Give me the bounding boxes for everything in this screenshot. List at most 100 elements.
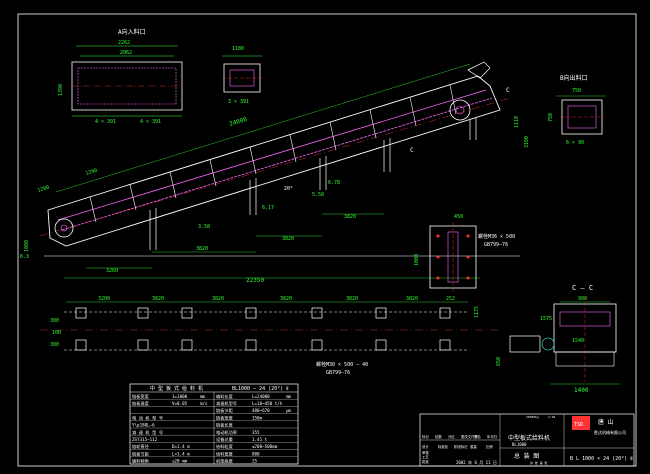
conveyor-frame — [47, 75, 501, 247]
spec-cell: 链板节距 — [216, 407, 233, 414]
title-label: 处数 — [435, 434, 442, 439]
dim-plan-span-2: 3820 — [152, 296, 164, 302]
support-legs — [149, 118, 477, 250]
spec-cell: 输料倾角 — [132, 458, 149, 465]
dim-angle: 20° — [284, 186, 293, 192]
dim-foot-top: 450 — [454, 214, 463, 220]
spec-cell: 设备总重 — [216, 436, 233, 443]
head-sprocket — [449, 99, 471, 121]
view-b-title: B向出料口 — [560, 74, 588, 82]
plan-view: 3200 3820 3820 3820 3820 3820 252 300 10… — [40, 296, 498, 376]
dim-plan-small-1: 300 — [50, 318, 59, 324]
spec-cell: 链板长度 — [216, 422, 234, 429]
spec-cell: L=1.4 m — [172, 451, 190, 456]
dim-a-mid: 2062 — [120, 50, 132, 56]
section-title: C — C — [572, 284, 593, 292]
title-labels: 标记处数分区更改文件号签名年月日设计标准化阶段标记重量比例审核工艺批准 — [422, 434, 497, 464]
spec-cell: 150m — [252, 415, 263, 420]
bolt-note-top: 螺栓M36 × 500 — [478, 233, 515, 240]
spec-cell: L=10~450 t/h — [252, 401, 283, 406]
title-weight: 35000kg — [526, 415, 539, 419]
bolt-note-bottom: 螺栓M30 × 500 — 40 — [316, 361, 368, 368]
conveyor-ribs — [89, 84, 457, 223]
title-label: 重量 — [470, 444, 477, 449]
dim-left-height: 1000 — [24, 240, 30, 252]
dim-elev-3: 3.58 — [198, 224, 210, 230]
spec-cell: 给料粒度 — [216, 443, 234, 450]
spec-cell: V=0.05 — [172, 401, 188, 406]
title-block: 中型板式给料机 BL1000 总 装 图 TSD 唐 山 胜达机械有限公司 B … — [419, 413, 635, 467]
dim-c-side: 1575 — [540, 316, 552, 322]
spec-cell: 480~670 — [252, 408, 270, 413]
view-b-outlet: B向出料口 750 750 6 × 90 — [548, 74, 606, 146]
dim-elev-1: 6.78 — [328, 180, 340, 186]
dim-c-base: 1400 — [574, 387, 589, 394]
title-drawing-name: 中型板式给料机 — [508, 434, 550, 442]
spec-cell: 1.41 t — [252, 437, 268, 442]
section-c-c: C — C 900 1575 1540 650 1400 — [496, 284, 620, 394]
spec-cell: 电 动 机 型 号 — [132, 414, 163, 421]
spec-cell: ≤700~500mm — [252, 444, 278, 449]
conveyor-dimensions: 24000 1200 1290 6.17 1000 6.3 6.78 5.58 … — [20, 63, 530, 284]
dim-left-arrow: 6.3 — [20, 254, 29, 260]
title-label: 阶段标记 — [454, 444, 468, 449]
label-c-right: C — [506, 87, 510, 94]
dim-a-small-span: 3 × 391 — [228, 99, 249, 105]
title-label: 标记 — [422, 434, 429, 439]
dim-b-span: 6 × 90 — [566, 140, 584, 146]
dim-drop-height: 6.17 — [262, 205, 274, 211]
company-name-1: 唐 山 — [598, 418, 614, 426]
drive-gearbox — [541, 337, 555, 351]
spec-cell: mm — [286, 394, 292, 399]
dim-plan-span-1: 3200 — [98, 296, 110, 302]
dim-line — [55, 63, 471, 193]
title-scale: 1:20 — [548, 415, 555, 419]
spec-cell: L=24000 — [252, 394, 270, 399]
dim-span-1: 3820 — [344, 214, 356, 220]
dim-a-side: 1390 — [58, 84, 64, 96]
dim-c-height: 650 — [496, 357, 502, 366]
drawing-border — [17, 13, 637, 467]
section-base — [555, 351, 615, 367]
spec-cell: ≤20 mm — [172, 459, 188, 464]
spec-cell: 25 — [252, 459, 258, 464]
spec-cell: 电动机功率 — [216, 429, 237, 436]
dim-total-length: 22350 — [246, 277, 264, 284]
company-logo — [572, 416, 590, 430]
spec-cell: μm — [286, 408, 292, 413]
dim-span-3: 3820 — [196, 246, 208, 252]
tail-sprocket — [54, 218, 74, 238]
dim-elev-2: 5.58 — [312, 192, 324, 198]
spec-cell: 355 — [252, 430, 260, 435]
title-drawing-code: BL1000 — [512, 442, 527, 447]
dim-long-span-2: 1290 — [85, 168, 98, 177]
foot-bolts — [436, 234, 470, 280]
title-label: 审核 — [422, 450, 429, 455]
foot-plate-view: 450 1000 螺栓M36 × 500 GB799—76 — [414, 214, 515, 292]
spec-cell: 给料宽度 — [216, 450, 234, 457]
title-label: 比例 — [486, 444, 493, 449]
spec-cell: 机架高度 — [216, 458, 234, 465]
title-model: B L 1000 × 24 (20°) Ⅱ — [570, 456, 633, 462]
title-drawing-type: 总 装 图 — [514, 452, 539, 460]
dim-a-top: 2262 — [118, 40, 130, 46]
spec-cell: 800 — [252, 451, 260, 456]
chain-upper — [57, 89, 487, 221]
dim-long-span-1: 1200 — [37, 185, 50, 194]
spec-cell: mm — [200, 394, 206, 399]
view-a-flange: 1180 3 × 391 — [222, 46, 262, 105]
dim-plan-span-3: 3820 — [212, 296, 224, 302]
spec-cell: m/s — [200, 401, 208, 406]
title-label: 签名 — [474, 434, 481, 439]
dim-a-span-right: 4 × 391 — [140, 119, 161, 125]
spec-cell: 1=1000 — [172, 394, 188, 399]
title-label: 分区 — [448, 434, 455, 439]
dim-right-height-1: 1110 — [514, 116, 520, 128]
title-label: 更改文件号 — [461, 434, 479, 439]
dim-foot-side: 1000 — [414, 254, 420, 266]
title-label: 标准化 — [438, 444, 449, 449]
bolt-note-top-std: GB799—76 — [484, 242, 508, 248]
